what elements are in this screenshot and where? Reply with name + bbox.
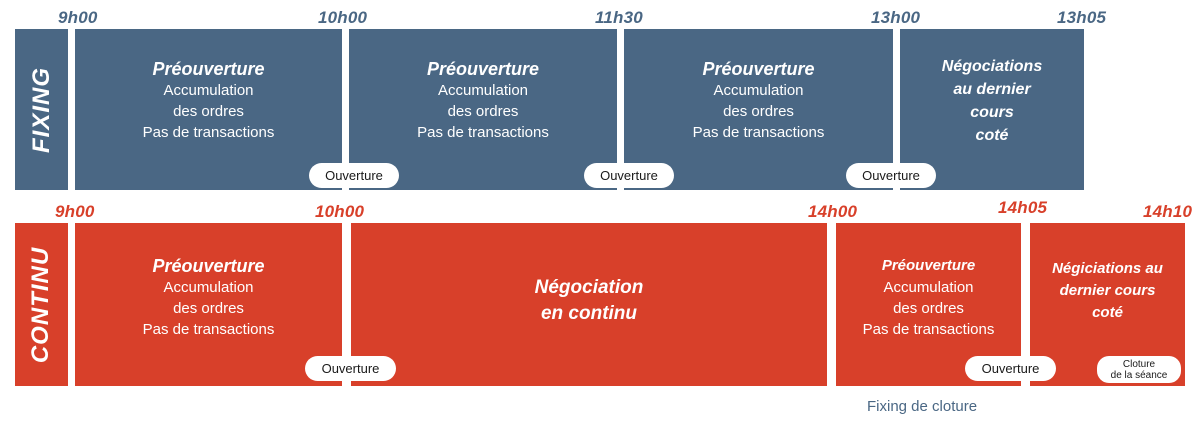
fixing-block-preouverture-2: Préouverture Accumulation des ordres Pas… xyxy=(349,29,617,190)
block-title-line: en continu xyxy=(540,302,638,324)
block-line: des ordres xyxy=(893,300,964,317)
block-title-line: coté xyxy=(1092,303,1123,321)
fixing-time-1: 10h00 xyxy=(318,8,368,27)
block-line: Pas de transactions xyxy=(417,124,549,141)
block-title-line: cours xyxy=(970,103,1014,121)
fixing-de-cloture-caption: Fixing de cloture xyxy=(867,398,978,415)
cloture-pill-line: Cloture xyxy=(1122,358,1156,370)
fixing-time-0: 9h00 xyxy=(58,8,98,27)
fixing-time-3: 13h00 xyxy=(871,8,921,27)
fixing-time-2: 11h30 xyxy=(595,8,643,27)
fixing-block-preouverture-3: Préouverture Accumulation des ordres Pas… xyxy=(624,29,893,190)
ouverture-pill: Ouverture xyxy=(846,163,936,188)
continu-block-negociation: Négociation en continu xyxy=(351,223,827,386)
block-title-line: dernier cours xyxy=(1059,281,1156,299)
block-line: des ordres xyxy=(447,103,519,120)
block-title-line: Négociations xyxy=(941,57,1043,75)
continu-time-4: 14h10 xyxy=(1143,202,1193,221)
continu-time-0: 9h00 xyxy=(55,202,95,221)
continu-time-1: 10h00 xyxy=(315,202,365,221)
continu-label-text: CONTINU xyxy=(27,246,55,363)
block-title: Préouverture xyxy=(152,256,265,276)
cloture-seance-pill: Cloture de la séance xyxy=(1097,356,1181,383)
block-line: Accumulation xyxy=(163,279,254,296)
block-line: des ordres xyxy=(723,103,794,120)
block-title: Préouverture xyxy=(702,59,815,79)
block-line: Accumulation xyxy=(437,82,529,99)
ouverture-pill: Ouverture xyxy=(309,163,399,188)
block-title-line: au dernier xyxy=(953,80,1031,98)
block-title: Préouverture xyxy=(152,59,265,79)
ouverture-pill: Ouverture xyxy=(584,163,674,188)
continu-time-3: 14h05 xyxy=(998,198,1048,217)
fixing-row-label: FIXING xyxy=(15,29,68,190)
block-line: des ordres xyxy=(173,103,244,120)
fixing-block-preouverture-1: Préouverture Accumulation des ordres Pas… xyxy=(75,29,342,190)
continu-block-preouverture-1: Préouverture Accumulation des ordres Pas… xyxy=(75,223,342,386)
block-line: Pas de transactions xyxy=(862,321,995,338)
continu-time-2: 14h00 xyxy=(808,202,858,221)
block-line: Accumulation xyxy=(883,279,974,296)
block-title: Préouverture xyxy=(881,257,976,274)
fixing-block-negociations: Négociations au dernier cours coté xyxy=(900,29,1084,190)
block-line: Pas de transactions xyxy=(142,124,275,141)
continu-row-label: CONTINU xyxy=(15,223,68,386)
block-line: Pas de transactions xyxy=(142,321,275,338)
block-line: Pas de transactions xyxy=(692,124,825,141)
block-title-line: Négociation xyxy=(534,276,644,298)
block-title-line: Négiciations au xyxy=(1052,259,1163,277)
ouverture-pill: Ouverture xyxy=(305,356,396,381)
block-title-line: coté xyxy=(975,126,1009,144)
block-line: Accumulation xyxy=(713,82,804,99)
block-line: des ordres xyxy=(173,300,244,317)
block-line: Accumulation xyxy=(163,82,254,99)
cloture-pill-line: de la séance xyxy=(1110,369,1168,381)
fixing-time-4: 13h05 xyxy=(1057,8,1107,27)
block-title: Préouverture xyxy=(426,59,540,79)
fixing-label-text: FIXING xyxy=(27,66,55,153)
ouverture-pill: Ouverture xyxy=(965,356,1056,381)
